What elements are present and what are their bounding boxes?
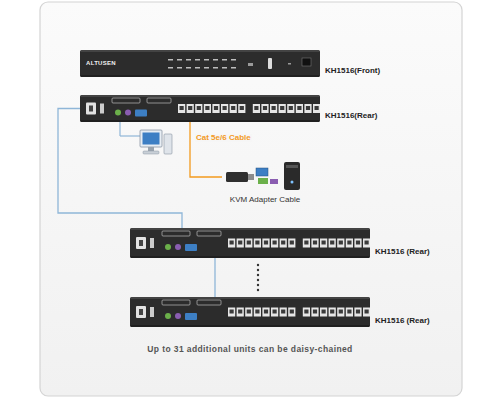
caption: Up to 31 additional units can be daisy-c… bbox=[0, 344, 500, 354]
continuation-dots bbox=[257, 264, 259, 291]
kvm-rear-panel bbox=[130, 297, 370, 327]
unit-label: KH1516(Rear) bbox=[325, 112, 377, 121]
adapter-label: KVM Adapter Cable bbox=[230, 196, 300, 205]
device-graphic bbox=[130, 297, 370, 327]
kvm-rear-panel bbox=[130, 228, 370, 258]
kvm-switch-unit: ALTUSENKH1516(Front) bbox=[80, 50, 320, 77]
brand-logo-text: ALTUSEN bbox=[86, 60, 116, 67]
unit-label: KH1516 (Rear) bbox=[375, 248, 430, 257]
kvm-front-panel bbox=[80, 50, 320, 77]
cat-cable bbox=[190, 122, 222, 177]
daisy-chain-cable bbox=[214, 258, 215, 297]
kvm-rear-panel bbox=[80, 95, 320, 122]
unit-label: KH1516(Front) bbox=[325, 67, 380, 76]
kvm-switch-unit: KH1516 (Rear) bbox=[130, 297, 370, 327]
device-graphic bbox=[80, 50, 320, 77]
computer-icon bbox=[140, 130, 172, 154]
panel bbox=[40, 2, 462, 396]
device-graphic bbox=[222, 160, 308, 194]
kvm-switch-unit: KH1516 (Rear) bbox=[130, 228, 370, 258]
adapter-illustration bbox=[226, 162, 300, 190]
computer-wire bbox=[119, 122, 120, 136]
device-graphic bbox=[80, 95, 320, 122]
device-graphic bbox=[130, 228, 370, 258]
unit-label: KH1516 (Rear) bbox=[375, 317, 430, 326]
adapter-node: KVM Adapter Cable bbox=[222, 160, 308, 207]
daisy-chain-cable bbox=[58, 109, 182, 229]
computer-wire bbox=[120, 135, 140, 136]
kvm-switch-unit: KH1516(Rear) bbox=[80, 95, 320, 122]
cable-label: Cat 5e/6 Cable bbox=[195, 134, 252, 143]
